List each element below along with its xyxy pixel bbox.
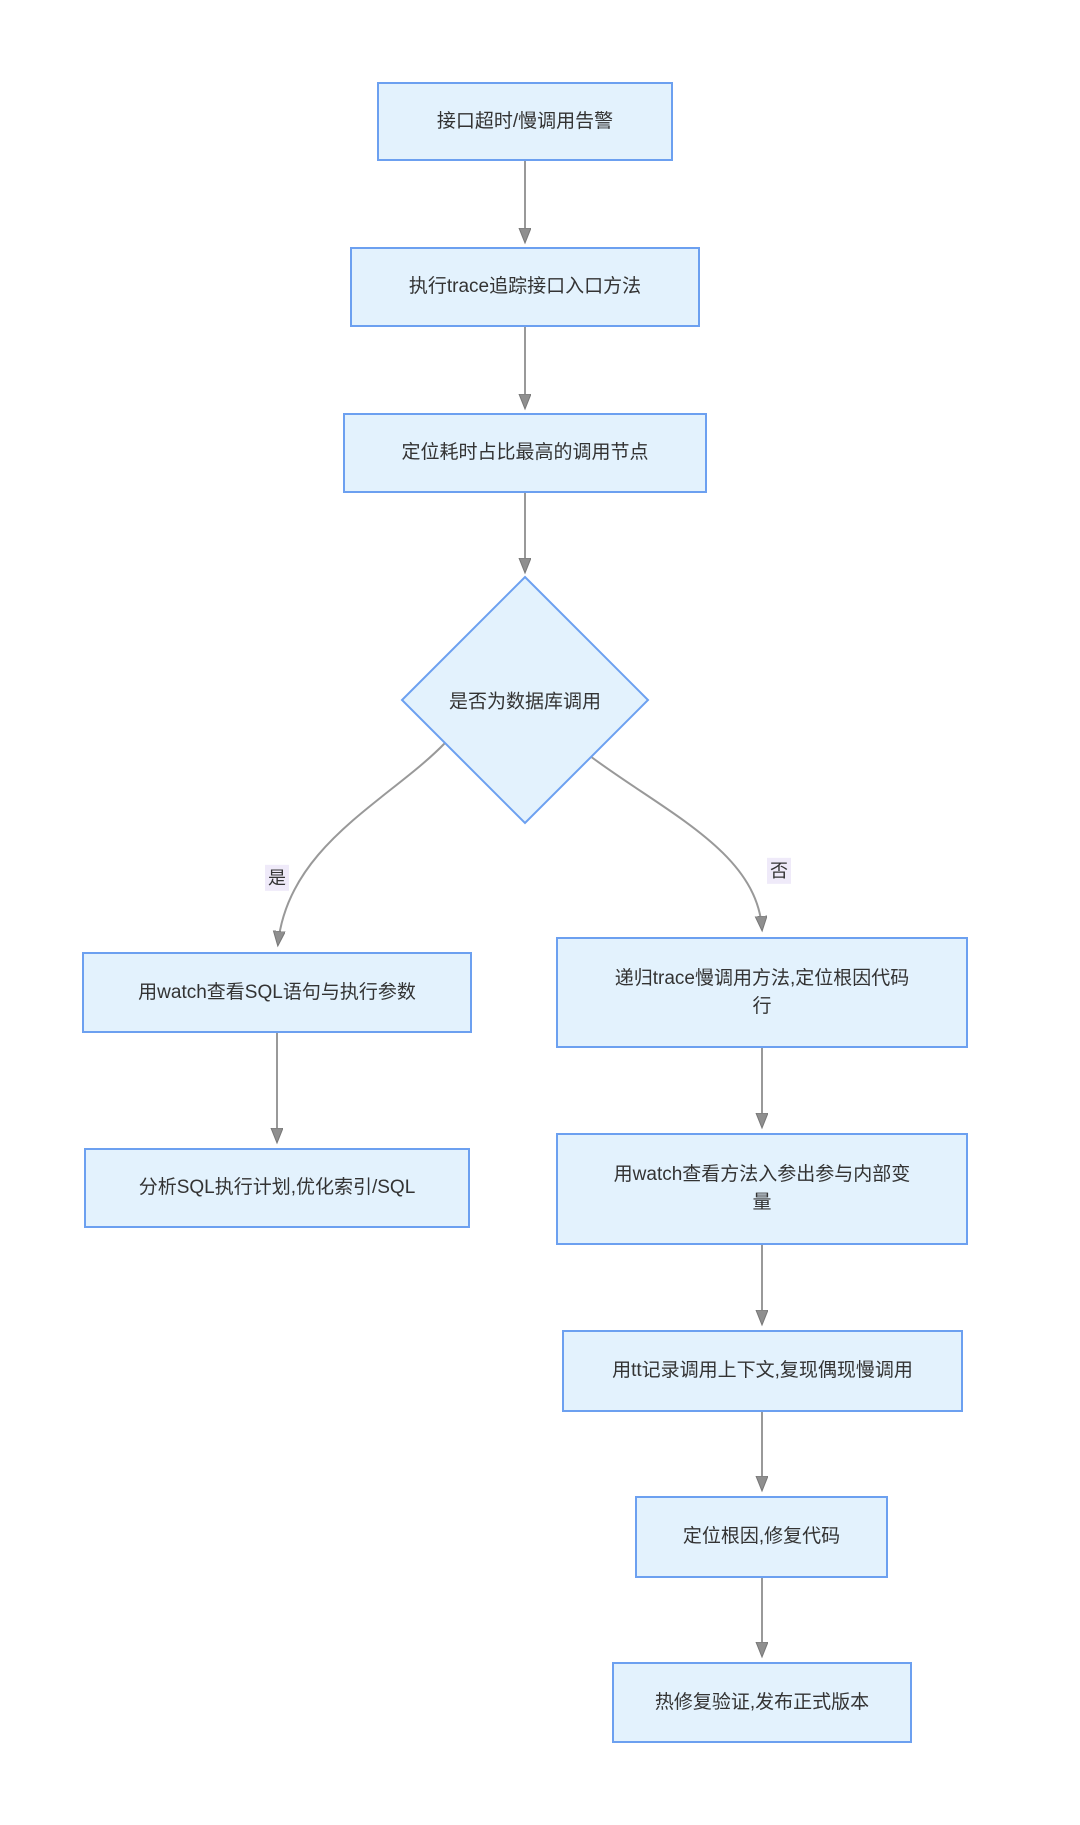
edge-label-yes: 是 [265,864,289,892]
node-watch-sql: 用watch查看SQL语句与执行参数 [82,952,472,1033]
node-watch-params: 用watch查看方法入参出参与内部变 量 [556,1133,968,1245]
node-recursive-trace-line2: 行 [752,995,772,1017]
node-analyze-sql: 分析SQL执行计划,优化索引/SQL [84,1148,470,1228]
node-hotfix-release-label: 热修复验证,发布正式版本 [654,1691,870,1713]
node-watch-sql-label: 用watch查看SQL语句与执行参数 [138,981,416,1003]
node-locate-hotspot: 定位耗时占比最高的调用节点 [343,413,707,493]
node-fix-root-cause-label: 定位根因,修复代码 [682,1526,841,1548]
node-is-db-call-diamond [400,575,650,825]
edge-decision-yes-to-watch-sql [278,742,446,944]
node-watch-params-line1: 用watch查看方法入参出参与内部变 [613,1164,911,1186]
node-recursive-trace-line1: 递归trace慢调用方法,定位根因代码 [614,967,910,989]
node-trace-entry: 执行trace追踪接口入口方法 [350,247,700,327]
node-alert-label: 接口超时/慢调用告警 [436,110,614,132]
node-tt-record-label: 用tt记录调用上下文,复现偶现慢调用 [612,1360,913,1382]
node-trace-entry-label: 执行trace追踪接口入口方法 [408,276,642,298]
node-watch-params-line2: 量 [752,1192,772,1213]
node-recursive-trace: 递归trace慢调用方法,定位根因代码 行 [556,937,968,1048]
node-analyze-sql-label: 分析SQL执行计划,优化索引/SQL [138,1177,416,1199]
node-locate-hotspot-label: 定位耗时占比最高的调用节点 [401,442,649,464]
node-tt-record: 用tt记录调用上下文,复现偶现慢调用 [562,1330,963,1412]
node-hotfix-release: 热修复验证,发布正式版本 [612,1662,912,1743]
node-is-db-call-label: 是否为数据库调用 [448,691,602,713]
node-alert: 接口超时/慢调用告警 [377,82,673,161]
edge-label-no: 否 [767,857,791,885]
node-fix-root-cause: 定位根因,修复代码 [635,1496,888,1578]
edge-decision-no-to-recursive-trace [589,755,762,929]
